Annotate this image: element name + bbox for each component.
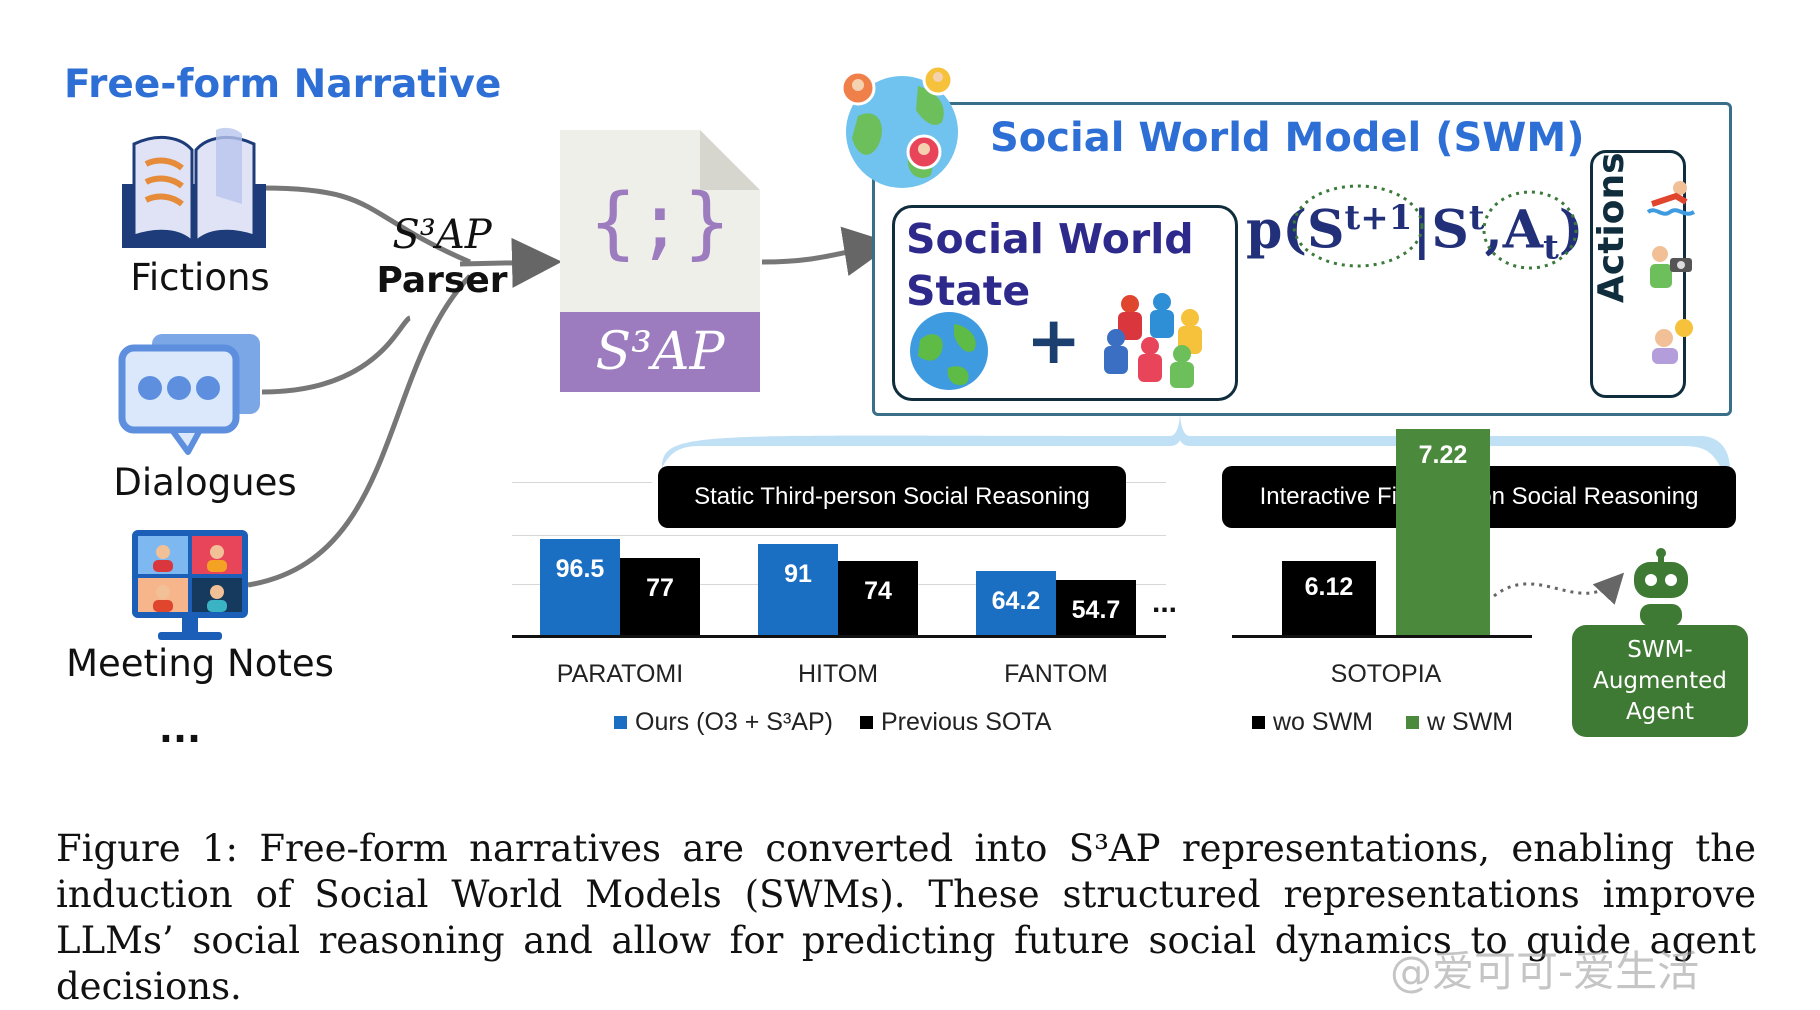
fictions-connector bbox=[261, 185, 471, 265]
crowd-icon bbox=[1104, 293, 1202, 388]
legend-w-swm: w SWM bbox=[1406, 708, 1513, 737]
legend-wo-swm-swatch bbox=[1252, 716, 1265, 729]
narrative-title: Free-form Narrative bbox=[64, 62, 502, 107]
formula-highlight-circles bbox=[1292, 184, 1578, 270]
video-meeting-icon bbox=[132, 530, 248, 640]
state-title-line2: State bbox=[906, 267, 1031, 315]
dialogues-connector bbox=[261, 315, 412, 395]
interactive-chart-axis bbox=[1232, 635, 1532, 638]
bar-hitom-ours: 91 bbox=[758, 544, 838, 635]
bar-paratomi-previous: 77 bbox=[620, 558, 700, 635]
category-label-sotopia: SOTOPIA bbox=[1330, 660, 1442, 688]
formula-close: ) bbox=[1558, 199, 1584, 261]
static-chart-axis bbox=[512, 635, 1166, 638]
legend-previous-label: Previous SOTA bbox=[881, 708, 1052, 736]
formula-s-next-sup: t+1 bbox=[1344, 198, 1413, 238]
actions-label: Actions bbox=[1591, 152, 1632, 303]
category-label-fantom: FANTOM bbox=[1004, 660, 1108, 688]
source-label-meeting-notes: Meeting Notes bbox=[66, 642, 334, 685]
bar-value-label: 7.22 bbox=[1418, 440, 1468, 469]
swimmer-icon bbox=[1646, 181, 1696, 216]
representation-symbol: {;} bbox=[589, 178, 731, 268]
bar-value-label: 74 bbox=[864, 577, 892, 605]
legend-previous-swatch bbox=[860, 716, 873, 729]
photographer-icon bbox=[1650, 246, 1692, 288]
social-world-state-title: Social World State bbox=[906, 213, 1194, 317]
formula-s-current: S bbox=[1431, 199, 1469, 261]
bar-paratomi-ours: 96.5 bbox=[540, 538, 620, 635]
category-label-paratomi: PARATOMI bbox=[556, 660, 684, 688]
agent-dotted-arrow bbox=[1493, 572, 1625, 605]
plus-sign: + bbox=[1026, 302, 1082, 379]
static-gridline-mid bbox=[512, 535, 1166, 536]
bar-value-label: 54.7 bbox=[1071, 596, 1121, 625]
category-label-hitom: HITOM bbox=[797, 660, 879, 688]
swm-formula: p(St+1|St,At) bbox=[1246, 198, 1583, 268]
legend-wo-swm: wo SWM bbox=[1252, 708, 1373, 737]
bar-fantom-ours: 64.2 bbox=[976, 570, 1056, 635]
bar-value-label: 6.12 bbox=[1304, 572, 1354, 601]
formula-s-next: S bbox=[1306, 199, 1345, 261]
legend-ours-label: Ours (O3 + S³AP) bbox=[635, 708, 833, 736]
book-icon bbox=[122, 127, 266, 248]
formula-a: A bbox=[1502, 199, 1544, 261]
agent-label-line3: Agent bbox=[1625, 699, 1695, 725]
legend-wo-swm-label: wo SWM bbox=[1273, 708, 1373, 736]
legend-ours-swatch bbox=[614, 716, 627, 729]
watermark: @爱可可-爱生活 bbox=[1390, 947, 1700, 996]
robot-icon bbox=[1634, 548, 1688, 626]
bar-hitom-previous: 74 bbox=[838, 561, 918, 635]
bar-sotopia-w-swm: 7.22 bbox=[1396, 428, 1490, 635]
bar-sotopia-wo-swm: 6.12 bbox=[1282, 560, 1376, 635]
formula-s-current-sup: t bbox=[1468, 198, 1485, 238]
formula-bar: | bbox=[1412, 199, 1432, 261]
parser-arrow bbox=[459, 237, 562, 288]
chat-bubbles-icon bbox=[118, 334, 260, 455]
agent-label-line1: SWM- bbox=[1627, 637, 1693, 663]
phone-call-icon bbox=[1652, 319, 1693, 364]
parser-label: Parser bbox=[376, 260, 508, 301]
legend-w-swm-label: w SWM bbox=[1427, 708, 1514, 736]
source-label-dialogues: Dialogues bbox=[113, 461, 297, 504]
legend-w-swm-swatch bbox=[1406, 716, 1419, 729]
figure-caption: Figure 1: Free-form narratives are conve… bbox=[56, 827, 1756, 1008]
chart-ellipsis: ... bbox=[1152, 586, 1178, 619]
static-gridline-top bbox=[512, 482, 652, 483]
bar-fantom-previous: 54.7 bbox=[1056, 580, 1136, 635]
source-label-more: ... bbox=[158, 708, 202, 751]
state-title-line1: Social World bbox=[906, 215, 1194, 263]
bar-value-label: 77 bbox=[646, 574, 674, 602]
earth-icon bbox=[910, 312, 988, 390]
bar-value-label: 96.5 bbox=[555, 554, 605, 583]
formula-p: p( bbox=[1246, 199, 1307, 261]
representation-label: S³AP bbox=[560, 312, 760, 392]
legend-ours: Ours (O3 + S³AP) bbox=[614, 708, 833, 737]
static-panel-title: Static Third-person Social Reasoning bbox=[658, 466, 1126, 528]
static-gridline-top-right bbox=[1126, 482, 1166, 483]
formula-a-sub: t bbox=[1543, 227, 1559, 268]
swm-title: Social World Model (SWM) bbox=[990, 115, 1585, 161]
meeting-connector bbox=[247, 274, 472, 588]
globe-people-icon bbox=[840, 66, 958, 188]
parser-formula: S³AP bbox=[392, 212, 492, 258]
bar-value-label: 64.2 bbox=[991, 586, 1041, 615]
source-label-fictions: Fictions bbox=[130, 256, 270, 299]
legend-previous: Previous SOTA bbox=[860, 708, 1051, 737]
swm-augmented-agent: SWM- Augmented Agent bbox=[1572, 625, 1748, 737]
formula-comma: , bbox=[1484, 199, 1503, 261]
file-to-swm-arrow bbox=[761, 226, 894, 276]
swm-brace bbox=[662, 412, 1730, 470]
agent-label-line2: Augmented bbox=[1593, 668, 1727, 694]
bar-value-label: 91 bbox=[784, 560, 812, 588]
parser-block: S³AP Parser bbox=[372, 212, 512, 301]
